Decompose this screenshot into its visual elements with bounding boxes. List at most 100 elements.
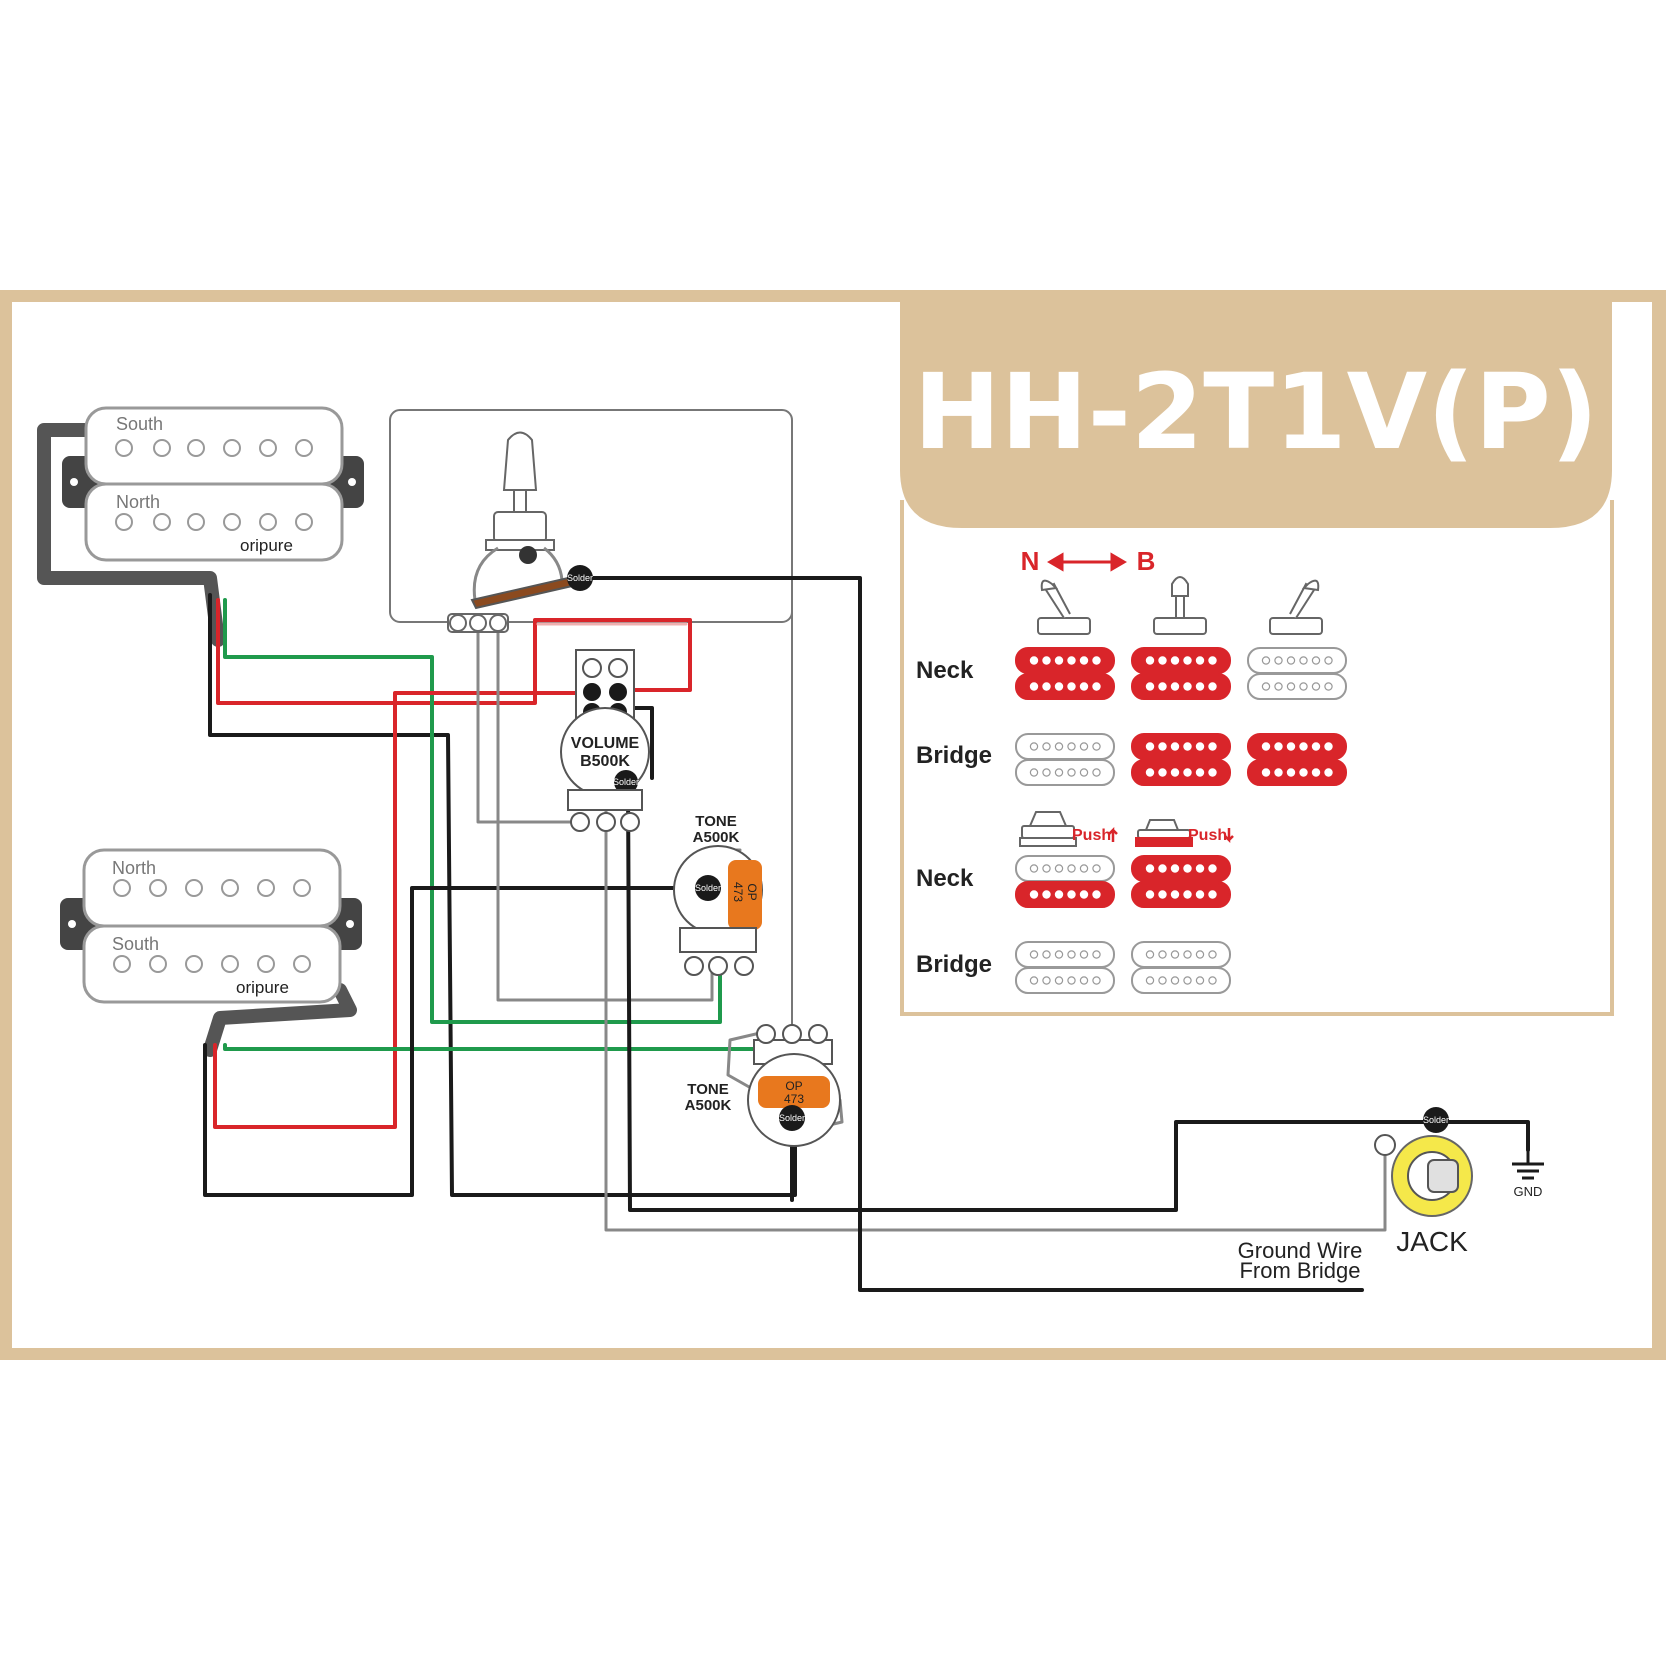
tone1-cap-brand: OP [745,883,759,900]
wire-switch-ground [576,576,1364,1292]
jack-solder-point [1423,1107,1449,1133]
jack-tip [1427,1159,1459,1193]
legend-switch-neck-pos3-bottom-coil [1247,673,1347,700]
legend-push-neck-pos2-bottom-coil [1131,881,1231,908]
wire-switch-out-1 [476,628,582,824]
title: HH-2T1V(P) [914,351,1599,473]
tone2-label-1: TONE [687,1081,728,1098]
tone2-label-2: A500K [685,1097,732,1114]
wire-bridge-red [213,691,592,1129]
tone2-capacitor [758,1076,830,1108]
legend-push-neck-pos2-top-coil [1131,855,1231,882]
bridge-bottom-coil [82,924,342,1004]
wire-volume-ground [628,706,654,780]
volume-label-1: VOLUME [571,735,640,752]
tone1-label-1: TONE [695,813,736,830]
legend-row-bridge-1: Bridge [916,742,992,769]
legend-switch-bridge-pos3-bottom-coil [1247,759,1347,786]
legend-push-grid [1015,855,1231,994]
bridge-top-poles [113,879,311,897]
legend-switch-grid [1015,647,1347,786]
jack-sleeve-lug [1374,1134,1396,1156]
legend-push-bridge-pos2-top-coil [1131,941,1231,968]
gnd-label: GND [1514,1184,1543,1199]
tone2-cap-brand: OP [785,1079,802,1093]
legend-push-bridge-pos1-top-coil [1015,941,1115,968]
legend-push-bridge-pos2-bottom-coil [1131,967,1231,994]
tone2-cap-value: 473 [784,1092,804,1106]
legend-push-neck-pos1-top-coil [1015,855,1115,882]
toggle-solder-point [567,565,593,591]
legend-panel [900,500,1614,1016]
legend-switch-bridge-pos1-top-coil [1015,733,1115,760]
legend-push-neck-pos1-bottom-coil [1015,881,1115,908]
tone2-solder-point [779,1105,805,1131]
wire-neck-black [208,593,797,1197]
volume-pot: VOLUME B500K Solder [560,649,650,832]
ground-symbol [1512,1150,1544,1180]
jack-solder-label: Solder [1423,1115,1449,1125]
legend: N B Push [916,546,1347,994]
volume-lugs [567,789,643,832]
tone1-capacitor [728,860,762,930]
toggle-switch: Solder [447,431,593,633]
tone1-lugs [679,927,757,976]
push-up-arrow-icon [1108,826,1118,842]
legend-push-bridge-pos1-bottom-coil [1015,967,1115,994]
bridge-bottom-coil-label: South [112,934,159,954]
legend-row-neck-1: Neck [916,657,974,684]
volume-solder-point [614,770,638,794]
neck-mount-screw-right [348,478,356,486]
bridge-brand: oripure [236,978,289,997]
legend-knob-up-icon [1019,811,1077,847]
neck-pickup: South North oripure [62,406,364,562]
bridge-top-coil-label: North [112,858,156,878]
legend-switch-neck-pos1-bottom-coil [1015,673,1115,700]
neck-bottom-coil-label: North [116,492,160,512]
neck-bottom-coil [84,482,344,562]
legend-switch-icon-bridge [1269,579,1323,635]
legend-selector-n: N [1021,546,1040,576]
legend-switch-bridge-pos1-bottom-coil [1015,759,1115,786]
tone1-solder-label: Solder [695,883,721,893]
tone2-solder-label: Solder [779,1113,805,1123]
volume-label-2: B500K [580,753,630,770]
toggle-frame [472,546,564,601]
legend-knob-down-icon [1135,819,1193,847]
bridge-mount-screw-left [68,920,76,928]
toggle-shaft [513,489,527,513]
neck-top-coil-label: South [116,414,163,434]
ground-wire-label-1: Ground Wire [1238,1238,1363,1263]
legend-switch-bridge-pos2-bottom-coil [1131,759,1231,786]
neck-bottom-poles [115,513,313,531]
tone1-cap-value: 473 [731,882,745,902]
legend-selector-b: B [1137,546,1156,576]
bridge-bottom-screws [113,955,311,973]
tone2-pot: OP 473 Solder TONE A500K [685,1024,841,1147]
wire-tone2-cap-lead [726,1031,762,1094]
legend-switch-icon-middle [1153,576,1207,635]
legend-arrow [1047,552,1127,572]
tone1-solder-point [695,875,721,901]
neck-mount-screw-left [70,478,78,486]
toggle-terminals [447,613,509,633]
bridge-cable [203,983,357,1057]
tone1-label-2: A500K [693,829,740,846]
bridge-mount-screw-right [346,920,354,928]
bridge-pickup: North South oripure [60,848,362,1004]
jack-label: JACK [1396,1226,1468,1257]
toggle-tip [502,431,538,491]
legend-push-up-label: Push [1072,827,1111,844]
wire-neck-green [223,598,722,1024]
wires [37,423,1530,1292]
legend-row-neck-2: Neck [916,865,974,892]
neck-brand: oripure [240,536,293,555]
legend-switch-bridge-pos2-top-coil [1131,733,1231,760]
legend-switch-neck-pos2-top-coil [1131,647,1231,674]
wire-neck-red [216,598,692,705]
legend-switch-bridge-pos3-top-coil [1247,733,1347,760]
legend-switch-neck-pos1-top-coil [1015,647,1115,674]
neck-cable [37,423,225,647]
volume-solder-label: Solder [613,777,639,787]
